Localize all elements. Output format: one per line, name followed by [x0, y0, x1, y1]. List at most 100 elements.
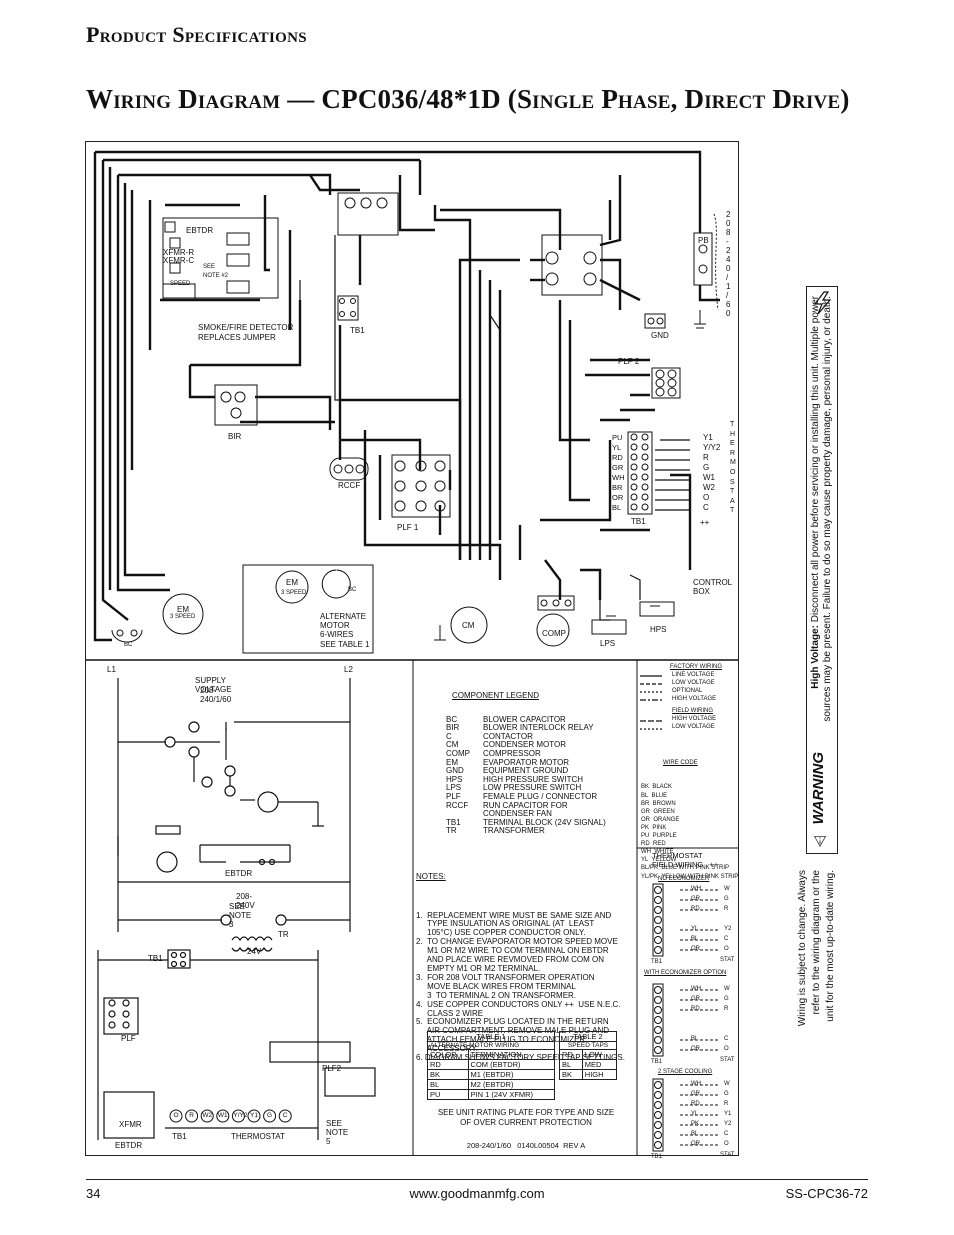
field-plus: ++: [709, 860, 719, 869]
table-1-head: TERMINATION: [467, 1049, 556, 1060]
tb1-terminal: [630, 443, 638, 451]
note-line: AND PLACE WIRE REVMOVED FROM COM ON: [416, 955, 605, 965]
field-wire-color: OR: [691, 1141, 700, 1147]
rating-line-1: SEE UNIT RATING PLATE FOR TYPE AND SIZE: [437, 1108, 615, 1117]
legend-row: TB1 TERMINAL BLOCK (24V SIGNAL): [446, 817, 606, 828]
legend-desc: TRANSFORMER: [483, 826, 545, 836]
field-wire-color: YL: [691, 926, 699, 932]
wire-code-row: GR GREEN: [641, 808, 675, 815]
field-terminal: [654, 926, 662, 934]
stat-term: W1: [217, 1112, 228, 1119]
field-terminal: [654, 1141, 662, 1149]
field-tb1-label: TB1: [651, 1154, 663, 1160]
page-number: 34: [86, 1186, 101, 1201]
tstat-g: G: [703, 463, 710, 472]
field-wire-color: RD: [691, 1101, 700, 1107]
tstat-c: C: [703, 503, 709, 512]
legend-desc: CONTACTOR: [483, 731, 533, 741]
document-code: SS-CPC36-72: [785, 1186, 868, 1201]
legend-desc: RUN CAPACITOR FOR: [483, 800, 568, 810]
wire-code-row: PU PURPLE: [641, 833, 677, 840]
field-wire-color: WH: [691, 986, 701, 992]
legend-code: HPS: [446, 774, 463, 784]
section-title: Product Specifications: [86, 22, 307, 47]
ladder-see-note5: SEE NOTE 5: [326, 1119, 349, 1146]
ladder-stat-terms: O R W2 W1 Y/Y2 Y1 G C: [171, 1112, 290, 1119]
wire-code-row: BR BROWN: [641, 800, 676, 807]
legend-row: CONDENSER FAN: [446, 810, 606, 819]
ladder-l1: L1: [107, 665, 116, 674]
table-1-cell: M2 (EBTDR): [467, 1079, 556, 1090]
stat-terminal-circle: [169, 1109, 183, 1123]
table-2-cell: MED: [581, 1059, 618, 1070]
legend-desc: EVAPORATOR MOTOR: [483, 757, 570, 767]
tb1-terminal: [630, 433, 638, 441]
field-wire-color: YL: [691, 1111, 699, 1117]
tb1-wire-yl: YL: [612, 443, 622, 452]
table-1-cell: BL: [427, 1079, 469, 1090]
table-2-cell: BL: [559, 1059, 583, 1070]
high-voltage-icon: [813, 291, 832, 315]
field-terminal: [654, 1091, 662, 1099]
stat-term: Y1: [249, 1112, 258, 1119]
note-line: EMPTY M1 OR M2 TERMINAL.: [416, 963, 541, 973]
field-terminal: [654, 1026, 662, 1034]
legend-code: C: [446, 731, 452, 741]
table-1-sub: ALTERNATE MOTOR WIRING: [427, 1041, 555, 1050]
legend-desc: TERMINAL BLOCK (24V SIGNAL): [483, 817, 606, 827]
legend-desc: CONDENSER MOTOR: [483, 740, 566, 750]
field-terminal: [654, 886, 662, 894]
field-section-no-econ: NO ECONOMIZER: [658, 876, 710, 882]
field-wire-color: PK: [691, 1121, 700, 1127]
legend-code: RCCF: [446, 800, 469, 810]
tb1-wire-rd: RD: [612, 453, 623, 462]
stat-terminal-circle: [200, 1109, 214, 1123]
table-1-cell: PIN 1 (24V XFMR): [467, 1089, 556, 1100]
field-wire-color: BL: [691, 936, 699, 942]
field-stat-term: C: [724, 936, 729, 942]
field-terminal: [654, 1101, 662, 1109]
note-line: TYPE INSULATION AS ORIGINAL (AT LEAST: [416, 919, 595, 929]
legend-title: COMPONENT LEGEND: [452, 691, 539, 700]
stat-terminal-circle: [247, 1109, 261, 1123]
field-section-with-econ: WITH ECONOMIZER OPTION: [644, 970, 727, 976]
field-stat-term: W: [724, 986, 730, 992]
tstat-w1: W1: [703, 473, 715, 482]
legend-desc: HIGH PRESSURE SWITCH: [483, 774, 584, 784]
ladder-tr: TR: [278, 930, 289, 939]
stat-term: W2: [202, 1112, 213, 1119]
field-terminal: [654, 1046, 662, 1054]
legend-row: C CONTACTOR: [446, 731, 606, 742]
field-item: HIGH VOLTAGE: [672, 716, 717, 722]
stat-term: Y/Y2: [233, 1112, 248, 1119]
note-line: 4. USE COPPER CONDUCTORS ONLY ++ USE N.E…: [416, 999, 621, 1009]
field-stat-term: Y1: [724, 1111, 732, 1117]
table-2-cell: BK: [559, 1069, 583, 1080]
field-wire-color: GR: [691, 996, 700, 1002]
ladder-tb1-2: TB1: [172, 1132, 187, 1141]
table-2-title: TABLE 2: [559, 1031, 617, 1042]
wire-code-row: BK BLACK: [641, 784, 673, 791]
tstat-r: R: [703, 453, 709, 462]
field-terminal: [654, 1006, 662, 1014]
field-wire-color: GR: [691, 896, 700, 902]
stat-term: O: [173, 1112, 179, 1119]
tb1-terminal: [641, 463, 649, 471]
footer-url[interactable]: www.goodmanmfg.com: [409, 1186, 545, 1201]
legend-code: LPS: [446, 783, 462, 793]
part-number: 208-240/1/60 0140L00504 REV A: [466, 1141, 586, 1150]
field-wire-color: GR: [691, 1091, 700, 1097]
subject-note-1: Wiring is subject to change. Always: [797, 870, 808, 1027]
field-stat-term: W: [724, 1081, 730, 1087]
legend-code: TB1: [446, 817, 461, 827]
tb1-terminal: [641, 493, 649, 501]
ladder-xfmr: XFMR: [119, 1120, 142, 1129]
table-1-cell: BK: [427, 1069, 469, 1080]
legend-code: EM: [446, 757, 458, 767]
wire-code-row: BL BLUE: [641, 792, 668, 799]
warning-line-1: High Voltage: Disconnect all power befor…: [810, 296, 821, 689]
field-section-two-stage: 2 STAGE COOLING: [658, 1069, 713, 1075]
subject-note-2: refer to the wiring diagram or the: [811, 870, 822, 1015]
